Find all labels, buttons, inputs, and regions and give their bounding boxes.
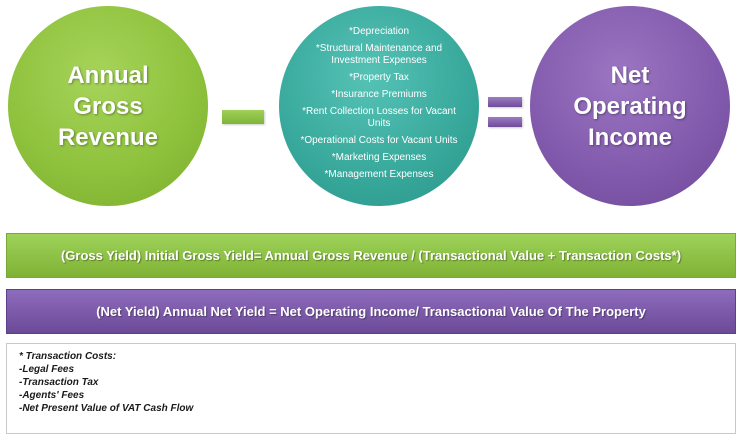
- expense-item: *Operational Costs for Vacant Units: [300, 135, 458, 146]
- note-item: -Transaction Tax: [19, 377, 99, 388]
- noi-line-2: Operating: [573, 92, 687, 120]
- noi-line-1: Net: [610, 61, 650, 89]
- annual-gross-revenue-label: Annual Gross Revenue: [58, 60, 158, 153]
- expense-item: *Structural Maintenance and Investment E…: [315, 43, 443, 66]
- annual-gross-revenue-circle: Annual Gross Revenue: [8, 6, 208, 206]
- net-operating-income-label: Net Operating Income: [573, 60, 686, 153]
- note-item: -Net Present Value of VAT Cash Flow: [19, 403, 194, 414]
- net-operating-income-circle: Net Operating Income: [530, 6, 730, 206]
- expense-item: *Property Tax: [349, 72, 409, 83]
- gross-yield-formula-band: (Gross Yield) Initial Gross Yield= Annua…: [6, 233, 736, 278]
- note-item: -Agents' Fees: [19, 390, 85, 401]
- transaction-costs-notes: * Transaction Costs: -Legal Fees -Transa…: [6, 343, 736, 434]
- expense-item: *Management Expenses: [324, 169, 434, 180]
- net-yield-formula-band: (Net Yield) Annual Net Yield = Net Opera…: [6, 289, 736, 334]
- expense-item: *Insurance Premiums: [331, 89, 427, 100]
- expense-item: *Depreciation: [348, 26, 410, 37]
- equals-operator-icon-bottom: [488, 117, 522, 127]
- noi-line-3: Income: [587, 123, 673, 151]
- gross-line-3: Revenue: [57, 123, 159, 151]
- net-yield-formula: (Net Yield) Annual Net Yield = Net Opera…: [96, 304, 646, 319]
- gross-line-1: Annual: [67, 61, 149, 89]
- expense-item: *Rent Collection Losses for Vacant Units: [302, 106, 456, 129]
- expense-list: *Depreciation *Structural Maintenance an…: [293, 26, 465, 186]
- minus-operator-icon: [222, 110, 264, 124]
- notes-heading: * Transaction Costs:: [19, 351, 117, 362]
- note-item: -Legal Fees: [19, 364, 75, 375]
- equals-operator-icon-top: [488, 97, 522, 107]
- expense-item: *Marketing Expenses: [331, 152, 427, 163]
- gross-yield-formula: (Gross Yield) Initial Gross Yield= Annua…: [60, 248, 682, 263]
- expenses-circle: *Depreciation *Structural Maintenance an…: [279, 6, 479, 206]
- gross-line-2: Gross: [73, 92, 143, 120]
